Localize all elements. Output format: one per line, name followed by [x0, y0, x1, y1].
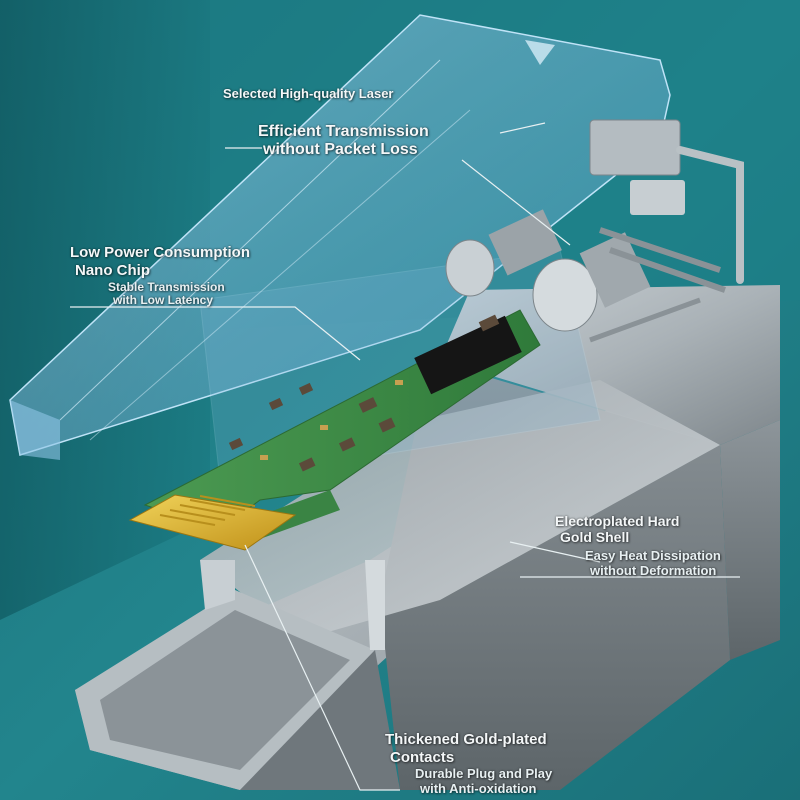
chip-callout-sub-line2: with Low Latency [113, 293, 214, 307]
contacts-callout-title: Thickened Gold-plated Contacts [385, 731, 547, 767]
transmission-callout-line1: Efficient Transmission [258, 123, 429, 140]
metal-shell [75, 285, 780, 790]
contacts-callout-subtitle: Durable Plug and Play with Anti-oxidatio… [415, 766, 552, 796]
nano-chip [414, 315, 522, 395]
shell-callout-title-line2: Gold Shell [560, 529, 630, 545]
contacts-callout-sub-line2: with Anti-oxidation [420, 781, 537, 796]
leader-lines [70, 122, 740, 791]
shell-callout-subtitle: Easy Heat Dissipation without Deformatio… [585, 548, 721, 578]
shell-callout-sub-line2: without Deformation [590, 563, 717, 578]
laser-assembly [445, 119, 744, 343]
chip-callout-sub-line1: Stable Transmission [108, 280, 225, 294]
chip-callout-title: Low Power Consumption Nano Chip [70, 244, 250, 280]
transmission-callout-line2: without Packet Loss [263, 141, 418, 158]
contacts-callout-title-line2: Contacts [390, 749, 455, 766]
chip-callout-subtitle: Stable Transmission with Low Latency [108, 281, 225, 307]
contacts-callout-sub-line1: Durable Plug and Play [415, 766, 553, 781]
contacts-callout-title-line1: Thickened Gold-plated [385, 731, 547, 748]
gold-contacts [128, 494, 297, 551]
chip-callout-title-line2: Nano Chip [75, 262, 150, 279]
laser-callout: Selected High-quality Laser [223, 85, 394, 103]
transmission-callout: Efficient Transmission without Packet Lo… [258, 123, 429, 159]
transparent-housing [9, 14, 671, 481]
chip-callout-title-line1: Low Power Consumption [70, 244, 250, 261]
shell-callout-title-line1: Electroplated Hard [555, 513, 680, 529]
shell-callout-title: Electroplated Hard Gold Shell [555, 513, 679, 545]
laser-callout-line1: Selected High-quality Laser [223, 86, 394, 101]
shell-callout-sub-line1: Easy Heat Dissipation [585, 548, 721, 563]
